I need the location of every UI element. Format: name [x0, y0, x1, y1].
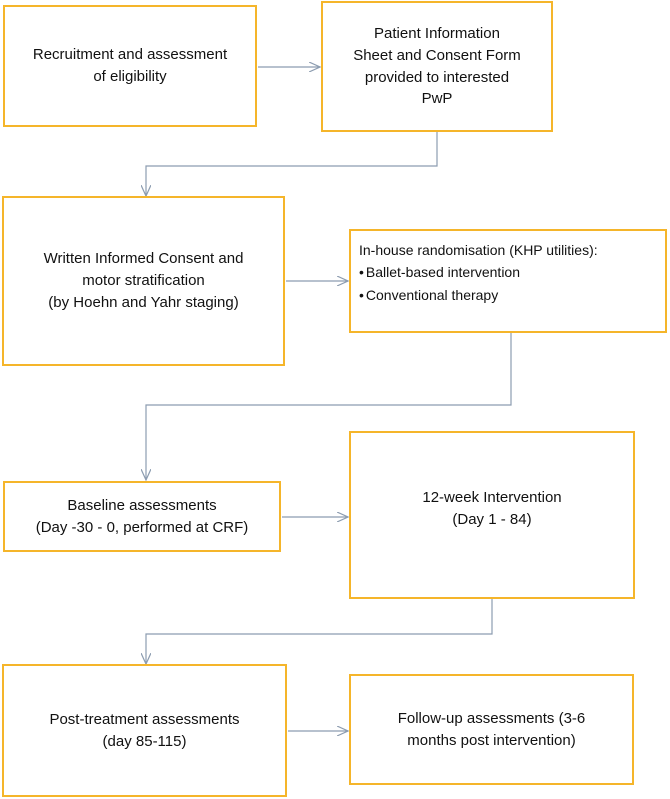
consent-line-2: motor stratification [82, 272, 205, 290]
randomisation-item-conventional: • Conventional therapy [359, 284, 498, 306]
consent-line-3: (by Hoehn and Yahr staging) [48, 293, 239, 311]
consent-line-1: Written Informed Consent and [43, 250, 244, 268]
randomisation-item-ballet: • Ballet-based intervention [359, 261, 520, 283]
arrow-info-to-consent [146, 132, 438, 196]
patient-info-line-1: Patient Information [374, 25, 500, 42]
randomisation-box: In-house randomisation (KHP utilities): … [349, 229, 667, 333]
recruitment-line-2: of eligibility [93, 68, 167, 85]
baseline-line-1: Baseline assessments [67, 496, 217, 514]
post-treatment-line-2: (day 85-115) [102, 732, 187, 750]
follow-up-line-1: Follow-up assessments (3-6 [397, 709, 586, 727]
post-treatment-box: Post-treatment assessments (day 85-115) [2, 664, 287, 797]
intervention-box: 12-week Intervention (Day 1 - 84) [349, 431, 635, 599]
patient-info-line-3: provided to interested [364, 68, 510, 86]
follow-up-line-2: months post intervention) [407, 731, 576, 749]
arrow-randomisation-to-baseline [146, 333, 512, 480]
bullet-icon: • [359, 264, 364, 281]
randomisation-item-label: Ballet-based intervention [365, 264, 521, 281]
arrow-intervention-to-post [146, 599, 493, 664]
post-treatment-line-1: Post-treatment assessments [49, 710, 240, 728]
patient-info-box: Patient Information Sheet and Consent Fo… [321, 1, 553, 132]
baseline-line-2: (Day -30 - 0, performed at CRF) [35, 518, 249, 536]
recruitment-line-1: Recruitment and assessment [32, 46, 228, 64]
randomisation-item-label: Conventional therapy [365, 286, 499, 303]
patient-info-line-4: PwP [421, 90, 453, 108]
randomisation-heading: In-house randomisation (KHP utilities): [359, 242, 598, 258]
intervention-line-2: (Day 1 - 84) [452, 510, 532, 528]
patient-info-line-2: Sheet and Consent Form [353, 46, 521, 64]
intervention-line-1: 12-week Intervention [422, 489, 562, 506]
baseline-box: Baseline assessments (Day -30 - 0, perfo… [3, 481, 281, 552]
bullet-icon: • [359, 286, 364, 303]
consent-box: Written Informed Consent and motor strat… [2, 196, 285, 366]
follow-up-box: Follow-up assessments (3-6 months post i… [349, 674, 634, 785]
recruitment-box: Recruitment and assessment of eligibilit… [3, 5, 257, 127]
